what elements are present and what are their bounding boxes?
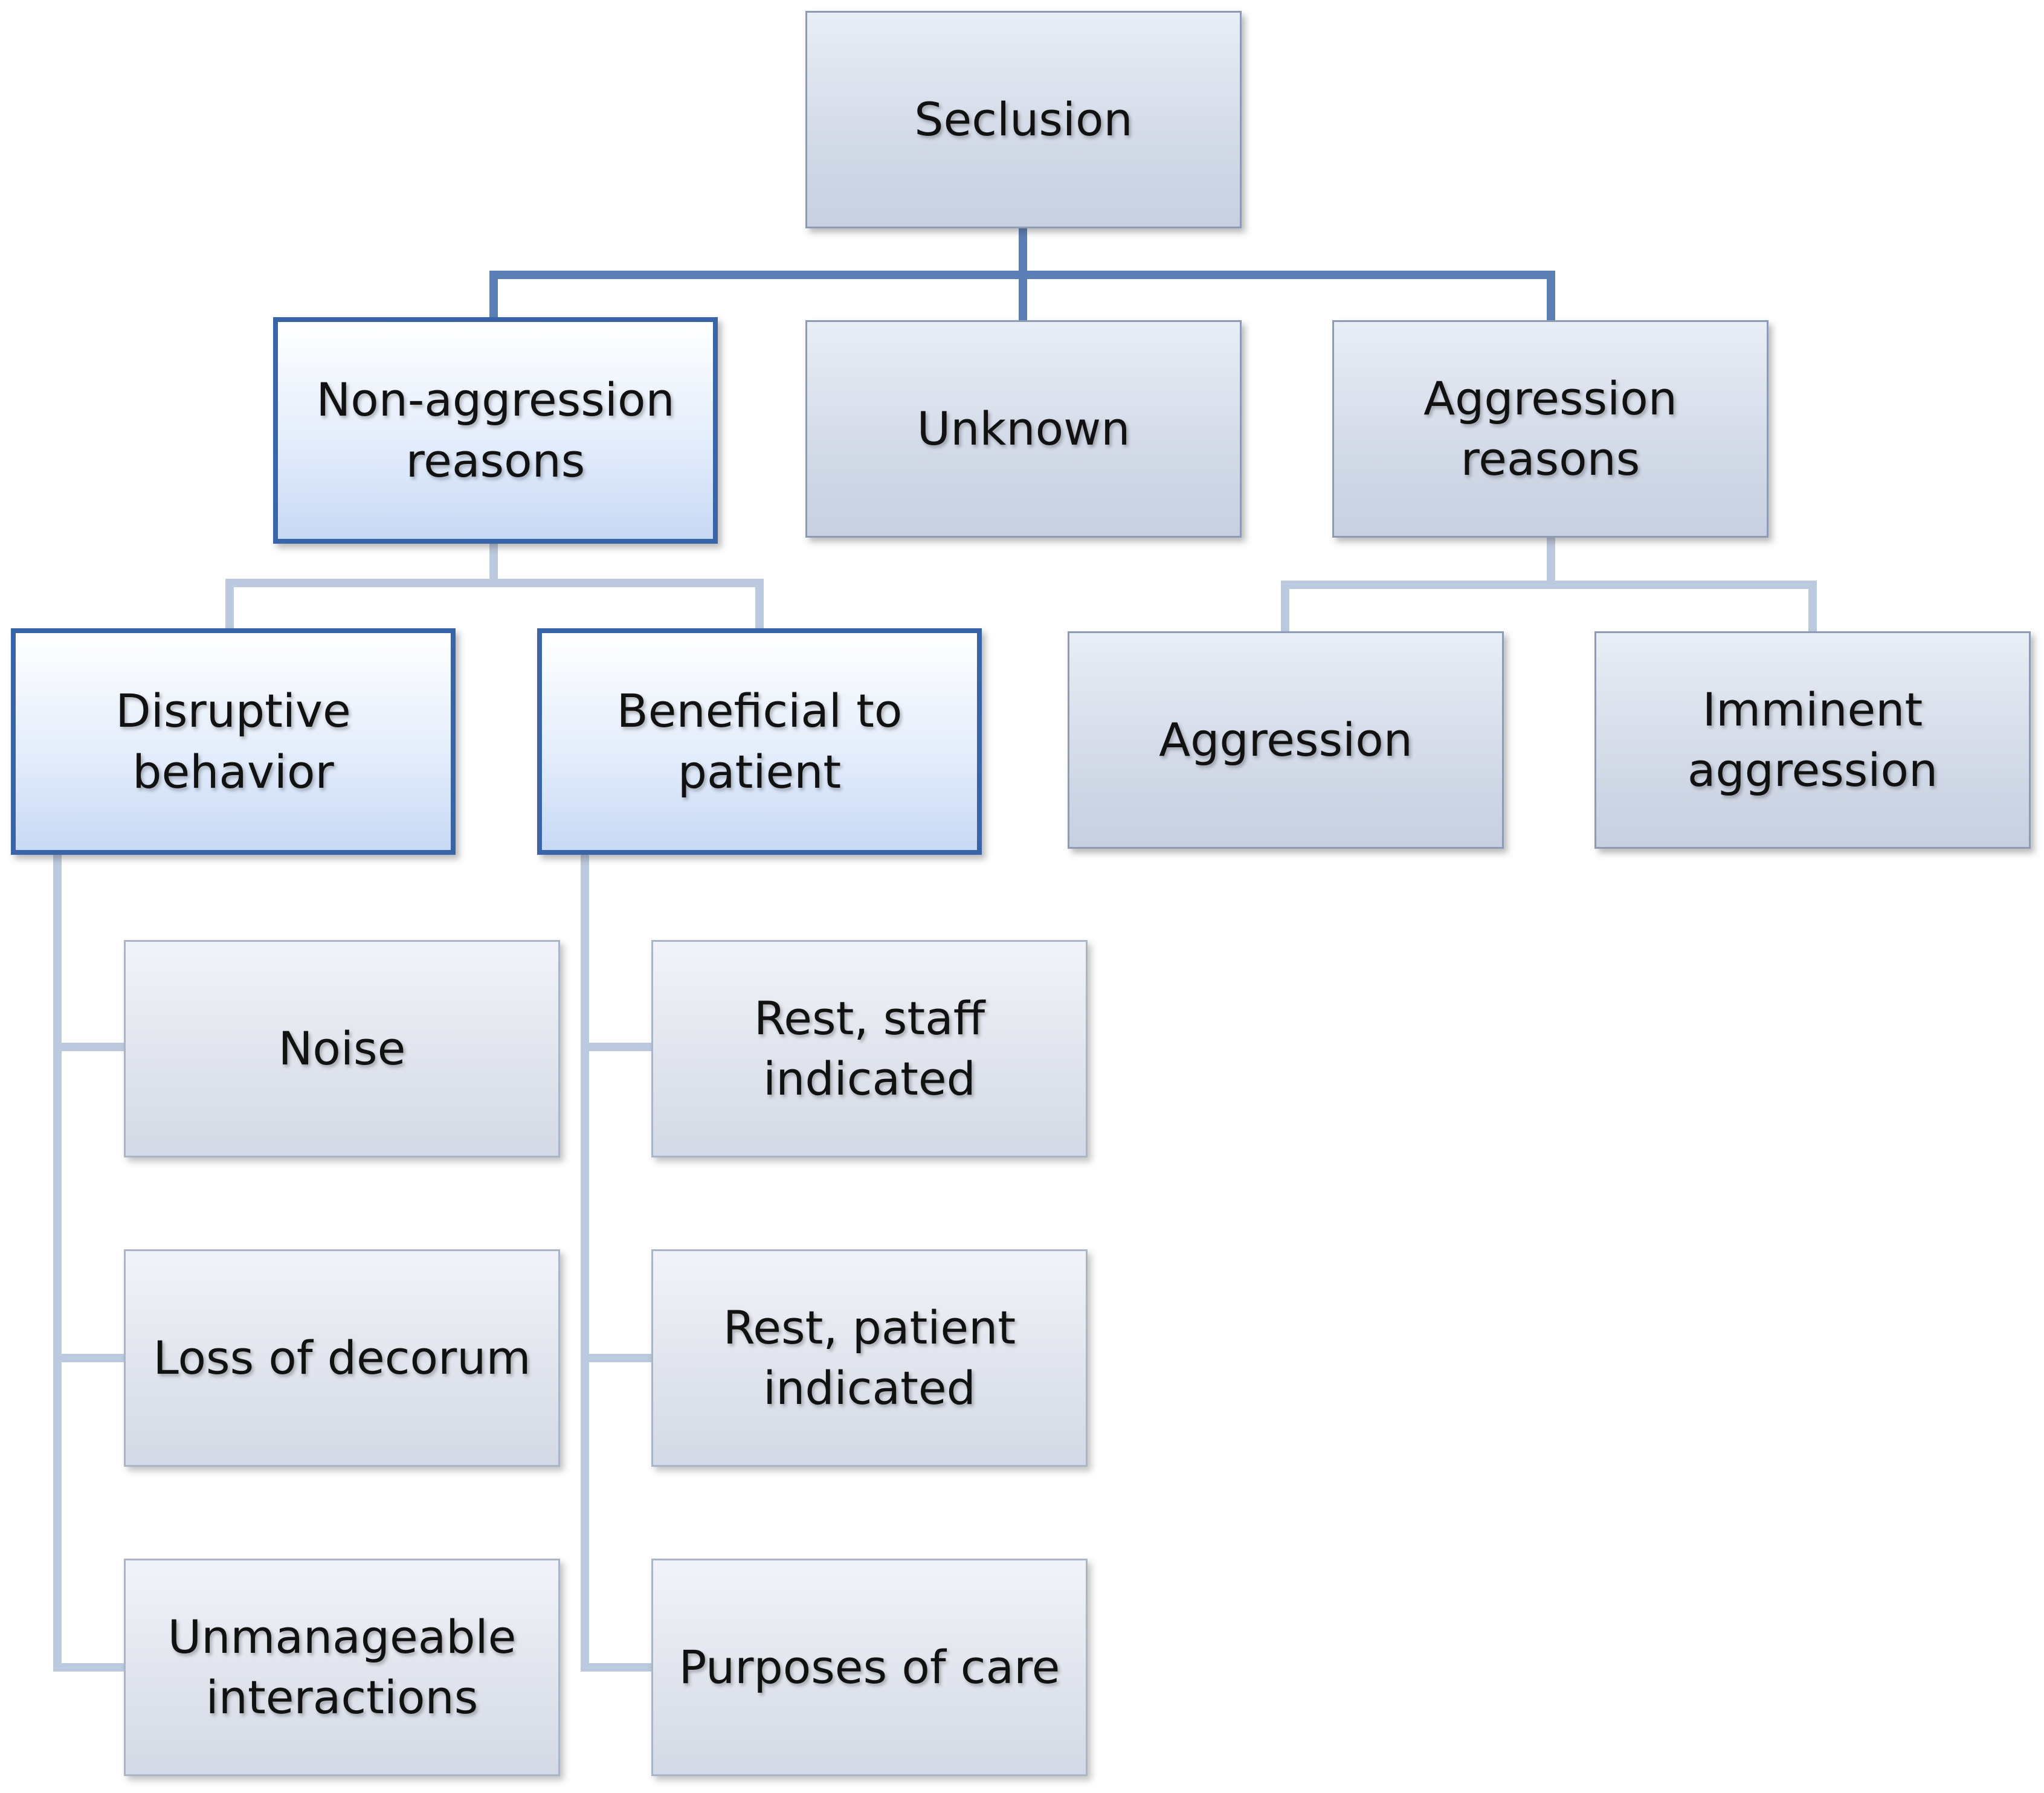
node-beneficial-label: Beneficial to patient — [616, 684, 903, 799]
leaf-rest-staff-label: Rest, staff indicated — [753, 991, 985, 1106]
node-disruptive-label: Disruptive behavior — [115, 684, 351, 799]
node-beneficial-to-patient: Beneficial to patient — [537, 628, 982, 855]
node-seclusion: Seclusion — [805, 11, 1242, 228]
leaf-purposes-of-care: Purposes of care — [651, 1559, 1088, 1776]
connector-disruptive-items — [53, 851, 128, 1672]
node-aggression-reasons-label: Aggression reasons — [1423, 371, 1677, 486]
connector-nonaggression-children — [225, 539, 764, 633]
node-disruptive-behavior: Disruptive behavior — [11, 628, 456, 855]
leaf-unmanageable-interactions: Unmanageable interactions — [124, 1559, 560, 1776]
leaf-rest-patient-label: Rest, patient indicated — [723, 1300, 1016, 1415]
node-non-aggression-reasons: Non-aggression reasons — [273, 317, 718, 544]
leaf-loss-of-decorum: Loss of decorum — [124, 1249, 560, 1467]
node-unknown: Unknown — [805, 320, 1242, 538]
leaf-purposes-of-care-label: Purposes of care — [679, 1640, 1060, 1694]
node-seclusion-label: Seclusion — [914, 92, 1133, 146]
leaf-unmanageable-label: Unmanageable interactions — [167, 1609, 517, 1724]
node-aggression: Aggression — [1068, 631, 1504, 849]
leaf-rest-patient-indicated: Rest, patient indicated — [651, 1249, 1088, 1467]
node-imminent-label: Imminent aggression — [1687, 682, 1938, 797]
leaf-noise: Noise — [124, 940, 560, 1157]
node-unknown-label: Unknown — [917, 401, 1130, 455]
leaf-noise-label: Noise — [278, 1021, 406, 1075]
connector-aggression-children — [1281, 536, 1817, 636]
node-aggression-reasons: Aggression reasons — [1332, 320, 1768, 538]
node-imminent-aggression: Imminent aggression — [1594, 631, 2031, 849]
leaf-loss-of-decorum-label: Loss of decorum — [153, 1330, 531, 1385]
node-non-aggression-label: Non-aggression reasons — [316, 373, 675, 488]
connector-root-to-level1 — [489, 224, 1555, 324]
connector-beneficial-items — [581, 851, 656, 1672]
leaf-rest-staff-indicated: Rest, staff indicated — [651, 940, 1088, 1157]
node-aggression-label: Aggression — [1159, 712, 1413, 767]
